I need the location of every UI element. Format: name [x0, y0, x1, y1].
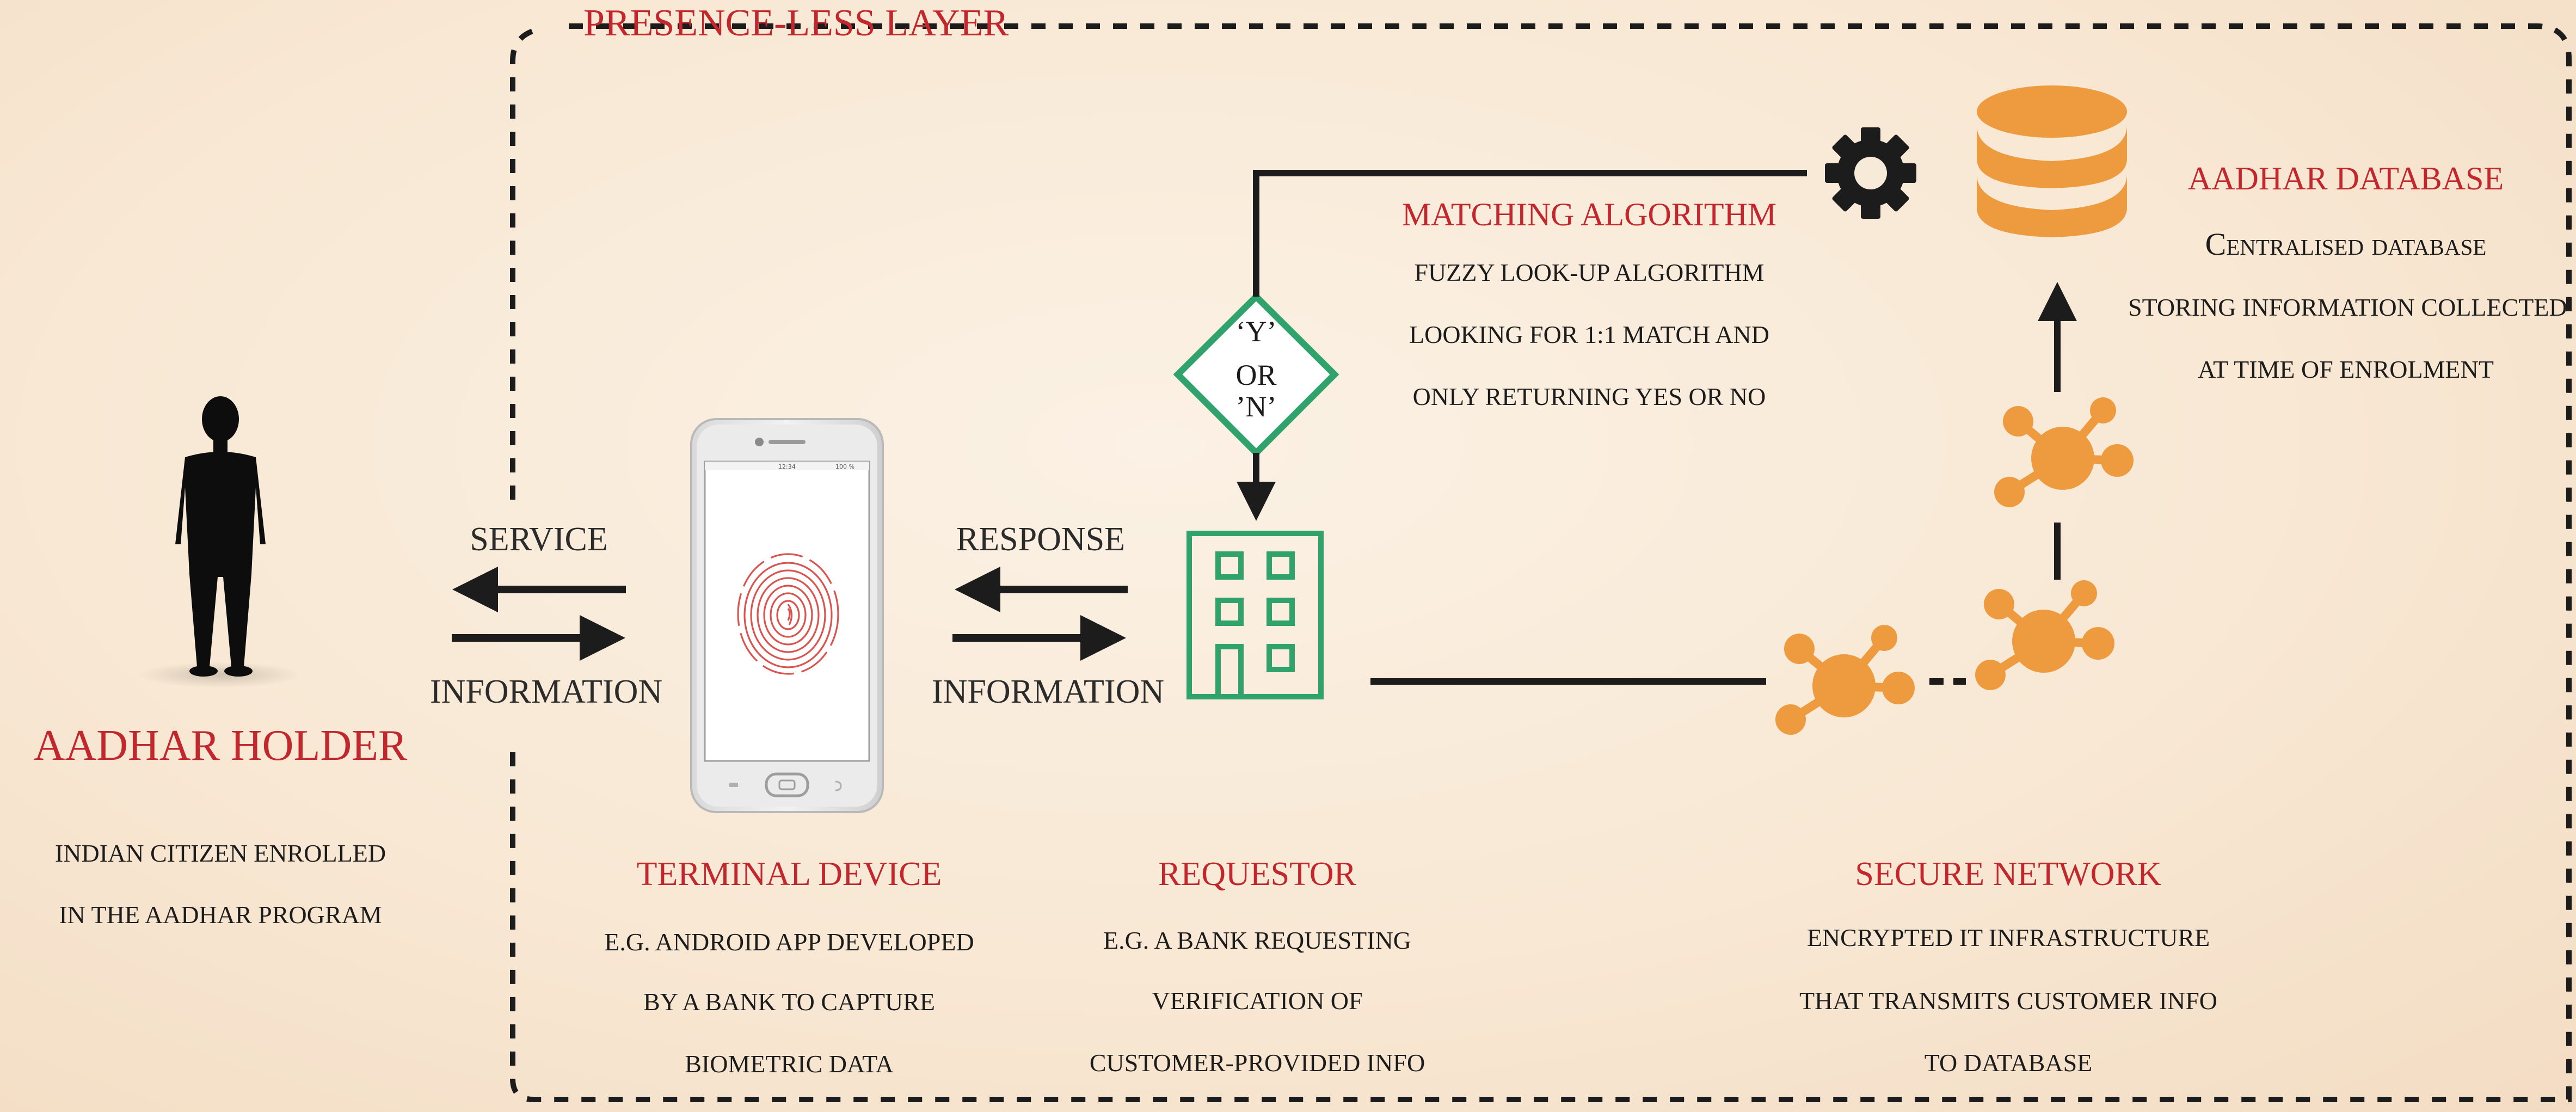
smartphone-icon [690, 418, 884, 813]
aadhar-database-desc-3: AT TIME OF ENROLMENT [2198, 355, 2494, 383]
decision-text-or: OR [1235, 359, 1277, 391]
terminal-device-desc-1: E.G. ANDROID APP DEVELOPED [604, 928, 974, 956]
aadhar-holder-desc-2: IN THE AADHAR PROGRAM [59, 901, 382, 929]
requestor-desc-3: CUSTOMER-PROVIDED INFO [1089, 1049, 1425, 1077]
matching-algorithm-desc-2: LOOKING FOR 1:1 MATCH AND [1409, 321, 1769, 348]
terminal-device-desc-2: BY A BANK TO CAPTURE [643, 988, 935, 1016]
service-label: SERVICE [470, 521, 608, 558]
decision-text-y: ‘Y’ [1235, 315, 1277, 348]
database-icon [1977, 85, 2127, 237]
presence-less-layer-border-left [510, 26, 545, 500]
decision-text-n: ’N’ [1235, 390, 1277, 423]
network-node-icon [1994, 397, 2134, 507]
secure-network-desc-3: TO DATABASE [1924, 1049, 2093, 1077]
requestor-desc-2: VERIFICATION OF [1152, 987, 1363, 1015]
information-label-right: INFORMATION [932, 673, 1165, 710]
network-node-icon [1975, 580, 2114, 690]
secure-network-desc-1: ENCRYPTED IT INFRASTRUCTURE [1806, 924, 2210, 951]
aadhar-database-title: AADHAR DATABASE [2187, 161, 2504, 196]
information-label-left: INFORMATION [430, 673, 663, 710]
secure-network-title: SECURE NETWORK [1855, 856, 2162, 893]
matching-algorithm-title: MATCHING ALGORITHM [1401, 196, 1777, 232]
presence-less-layer-title: PRESENCE-LESS LAYER [583, 2, 1009, 44]
requestor-desc-1: E.G. A BANK REQUESTING [1103, 926, 1412, 954]
building-icon [1186, 531, 1324, 699]
person-silhouette-icon [139, 396, 302, 688]
matching-algorithm-desc-1: FUZZY LOOK-UP ALGORITHM [1414, 259, 1765, 286]
aadhar-holder-desc-1: INDIAN CITIZEN ENROLLED [54, 839, 386, 867]
secure-network-desc-2: THAT TRANSMITS CUSTOMER INFO [1799, 987, 2218, 1015]
aadhar-database-desc-1: Centralised database [2205, 226, 2487, 262]
requestor-title: REQUESTOR [1158, 856, 1356, 893]
terminal-device-desc-3: BIOMETRIC DATA [685, 1050, 894, 1078]
phone-status-time: 12:34 [778, 463, 796, 470]
matching-algorithm-desc-3: ONLY RETURNING YES OR NO [1412, 383, 1766, 410]
fingerprint-icon [737, 553, 839, 675]
response-label: RESPONSE [956, 521, 1126, 558]
aadhar-holder-title: AADHAR HOLDER [33, 722, 408, 770]
gear-icon [1825, 127, 1916, 219]
network-node-icon [1775, 625, 1915, 735]
terminal-device-title: TERMINAL DEVICE [636, 856, 942, 893]
phone-status-battery: 100 % [835, 463, 854, 470]
presence-less-layer-border [510, 23, 2572, 1102]
aadhar-database-desc-2: STORING INFORMATION COLLECTED [2128, 293, 2567, 321]
gear-to-decision-line [1253, 170, 1807, 297]
